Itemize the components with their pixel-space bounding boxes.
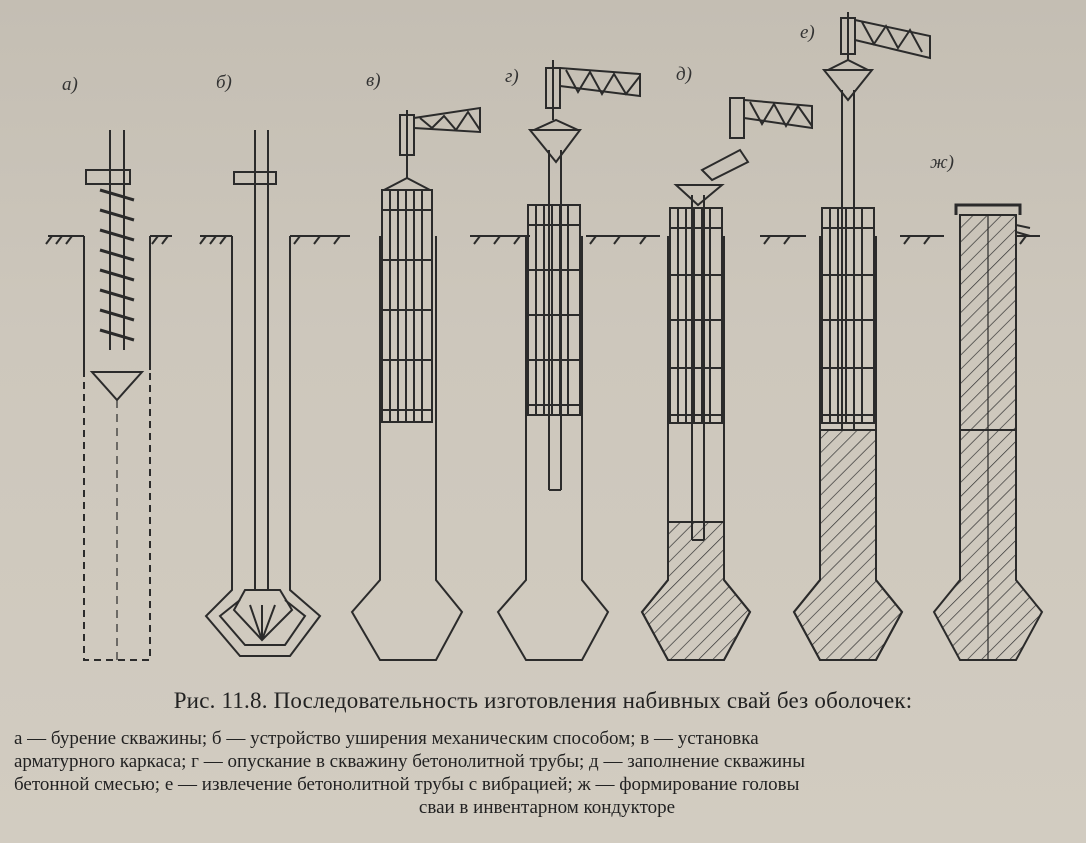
stage-e-extraction (792, 12, 931, 661)
stage-label-g: г) (505, 66, 519, 87)
caption-line: а — бурение скважины; б — устройство уши… (14, 728, 759, 749)
stage-label-v: в) (366, 70, 381, 91)
stage-labels: а) б) в) г) д) е) ж) (62, 22, 954, 173)
stage-label-e: е) (800, 22, 815, 43)
stage-b-widening (204, 130, 322, 657)
stage-g-tremie (496, 60, 641, 661)
caption-line: сваи в инвентарном кондукторе (418, 797, 676, 818)
stage-d-filling (640, 97, 813, 661)
stage-label-d: д) (676, 64, 692, 85)
stage-label-zh: ж) (930, 152, 954, 173)
stage-label-b: б) (216, 72, 232, 93)
stage-zh-head (932, 203, 1044, 661)
pile-construction-figure: а) б) в) г) д) е) ж) (45, 12, 1044, 661)
stage-v-cage (350, 106, 481, 661)
stage-label-a: а) (62, 74, 78, 95)
figure-caption-body: а — бурение скважины; б — устройство уши… (14, 727, 1080, 819)
ground-line (45, 235, 1040, 245)
caption-line: бетонной смесью; е — извлечение бетоноли… (14, 774, 800, 795)
figure-caption-title: Рис. 11.8. Последовательность изготовлен… (173, 688, 913, 713)
stage-a-drilling (83, 130, 151, 661)
caption-line: арматурного каркаса; г — опускание в скв… (14, 751, 805, 772)
